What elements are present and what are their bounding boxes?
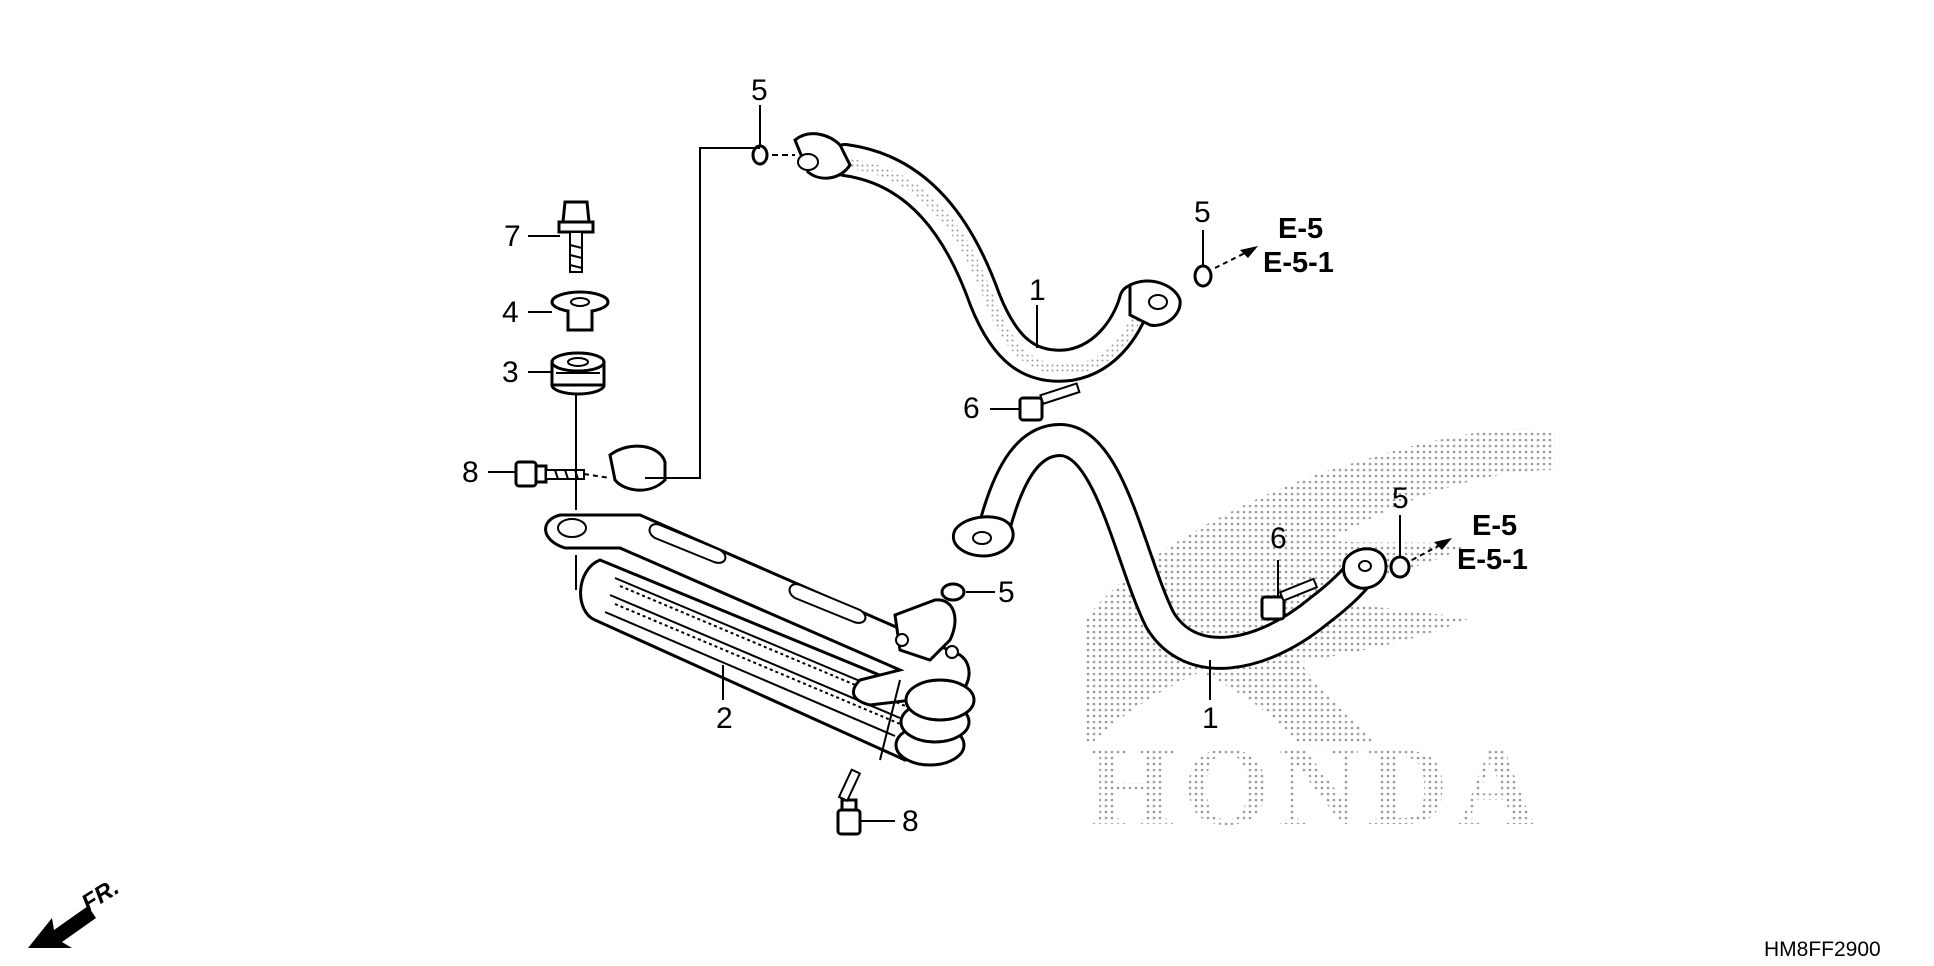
hose-bolt-upper [1018, 382, 1081, 422]
washer-cooler [940, 582, 966, 602]
callout-washer-lower-right: 5 [1392, 482, 1409, 515]
reference-lower-line1[interactable]: E-5 [1472, 510, 1517, 542]
callout-washer-cooler: 5 [998, 576, 1015, 609]
mounting-bolt-bottom [836, 768, 862, 836]
callout-oil-cooler: 2 [716, 702, 733, 735]
cooler-fins [604, 577, 911, 737]
callout-collar: 4 [502, 296, 519, 329]
leader-lines [488, 105, 1441, 822]
watermark-text: HONDA [1088, 725, 1545, 849]
arrow-upper-icon [1240, 246, 1258, 258]
collar [550, 290, 610, 332]
callout-hose-upper: 1 [1029, 274, 1046, 307]
arrow-lower-icon [1434, 538, 1452, 550]
washer-top [751, 144, 769, 166]
reference-upper-line2[interactable]: E-5-1 [1263, 247, 1334, 279]
oil-cooler [544, 444, 976, 767]
callouts: 5 7 4 3 8 2 5 8 1 6 5 1 6 5 [462, 74, 1409, 838]
section-reference-lower[interactable]: E-5 E-5-1 [1457, 510, 1528, 576]
callout-bolt-bottom: 8 [902, 805, 919, 838]
callout-grommet: 3 [502, 356, 519, 389]
flange-bolt [557, 200, 595, 273]
front-arrow-icon [28, 906, 96, 948]
reference-arrows [1240, 246, 1452, 550]
callout-flange-bolt: 7 [504, 220, 521, 253]
callout-bolt-left: 8 [462, 456, 479, 489]
grommet [550, 351, 606, 396]
washer-upper-right [1193, 264, 1213, 288]
front-direction-indicator: FR. [28, 874, 124, 948]
callout-bolt-lower: 6 [1270, 522, 1287, 555]
sealing-washers [751, 144, 1411, 602]
washer-lower-right [1389, 555, 1411, 579]
oil-hose-upper [793, 132, 1182, 383]
callout-washer-top: 5 [751, 74, 768, 107]
mounting-bolt-left [514, 460, 585, 488]
reference-lower-line2[interactable]: E-5-1 [1457, 544, 1528, 576]
callout-bolt-upper: 6 [963, 392, 980, 425]
callout-hose-lower: 1 [1202, 702, 1219, 735]
reference-upper-line1[interactable]: E-5 [1278, 213, 1323, 245]
section-reference-upper[interactable]: E-5 E-5-1 [1263, 213, 1334, 279]
hose-bolt-lower [1260, 577, 1319, 621]
callout-washer-upper-right: 5 [1194, 196, 1211, 229]
diagram-code: HM8FF2900 [1764, 938, 1881, 961]
oil-hose-lower [951, 422, 1388, 670]
